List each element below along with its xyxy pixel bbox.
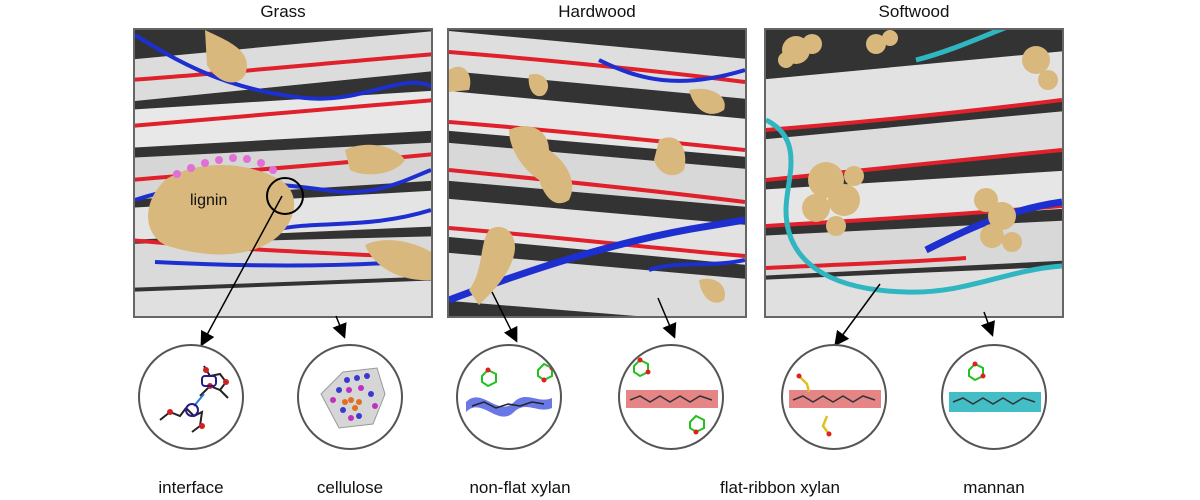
- hardwood-panel: [447, 28, 747, 318]
- flatribbon-xylan-zoom: [618, 344, 724, 450]
- caption-nonflat-xylan: non-flat xylan: [450, 478, 590, 498]
- hardwood-title: Hardwood: [447, 2, 747, 22]
- softwood-title: Softwood: [764, 2, 1064, 22]
- interface-zoom: [138, 344, 244, 450]
- nonflat-xylan-zoom: [456, 344, 562, 450]
- caption-cellulose: cellulose: [300, 478, 400, 498]
- grass-title: Grass: [133, 2, 433, 22]
- caption-interface: interface: [141, 478, 241, 498]
- mannan-zoom: [941, 344, 1047, 450]
- softwood-panel: [764, 28, 1064, 318]
- grass-panel: [133, 28, 433, 318]
- arrow-cellulose: [336, 316, 344, 336]
- lignin-label: lignin: [190, 192, 227, 210]
- cellulose-zoom: [297, 344, 403, 450]
- caption-flatribbon-xylan: flat-ribbon xylan: [680, 478, 880, 498]
- mannan-xylan-zoom: [781, 344, 887, 450]
- caption-mannan: mannan: [944, 478, 1044, 498]
